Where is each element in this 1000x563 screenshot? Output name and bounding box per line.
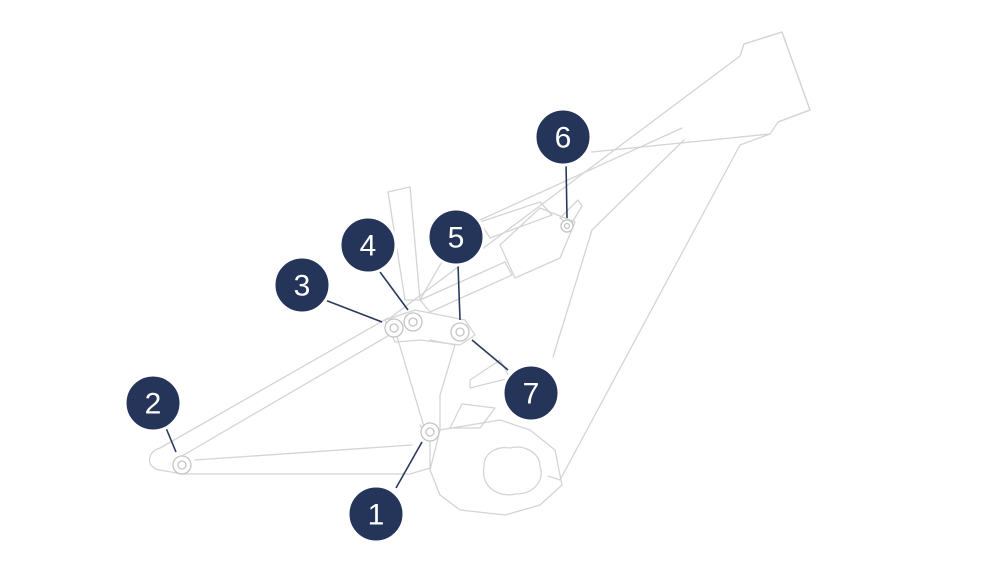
pivot-4-inner [408,317,418,327]
pivot-1-inner [425,427,435,437]
callout-5: 5 [426,207,486,267]
callout-3: 3 [272,255,332,315]
leader-4 [379,271,409,311]
leader-7 [471,339,509,371]
callout-label: 6 [555,122,572,155]
rear-triangle [148,317,431,475]
callout-label: 7 [523,378,540,411]
callout-label: 2 [145,388,162,421]
head-tube [743,31,811,123]
callout-label: 4 [360,230,377,263]
bracket-plate [449,403,496,429]
leader-6 [565,161,568,219]
pivots [172,219,574,475]
pivot-5-inner [455,327,465,337]
mount-body [429,339,456,431]
shock-body [499,207,576,279]
pivot-2-inner [177,460,187,470]
leader-5 [457,263,461,321]
down-tube-inner [552,139,685,358]
callout-label: 1 [368,499,385,532]
leader-2 [165,427,177,453]
top-tube [389,31,811,319]
callout-label: 3 [294,270,311,303]
shock-shaft [419,261,513,313]
seat-stay [159,317,399,457]
pivot-6-inner [563,222,571,230]
leader-3 [324,299,383,323]
leader-1 [395,441,423,489]
callout-1: 1 [346,484,406,544]
down-tube [547,133,771,481]
leader-lines [165,161,568,489]
callout-2: 2 [123,373,183,433]
callout-6: 6 [533,107,593,167]
seat-stay-strut [394,329,426,431]
callout-4: 4 [338,215,398,275]
pivot-3-inner [389,323,399,333]
chain-stay-inner [194,444,413,461]
motor-cutout [482,446,542,496]
rocker-link [384,309,476,346]
callout-label: 5 [448,222,465,255]
callout-7: 7 [501,363,561,423]
chain-stay [148,424,431,475]
rocker-outline [384,309,476,346]
shock-reservoir [479,201,553,239]
rear-shock [419,199,583,313]
motor-outline [429,419,563,516]
